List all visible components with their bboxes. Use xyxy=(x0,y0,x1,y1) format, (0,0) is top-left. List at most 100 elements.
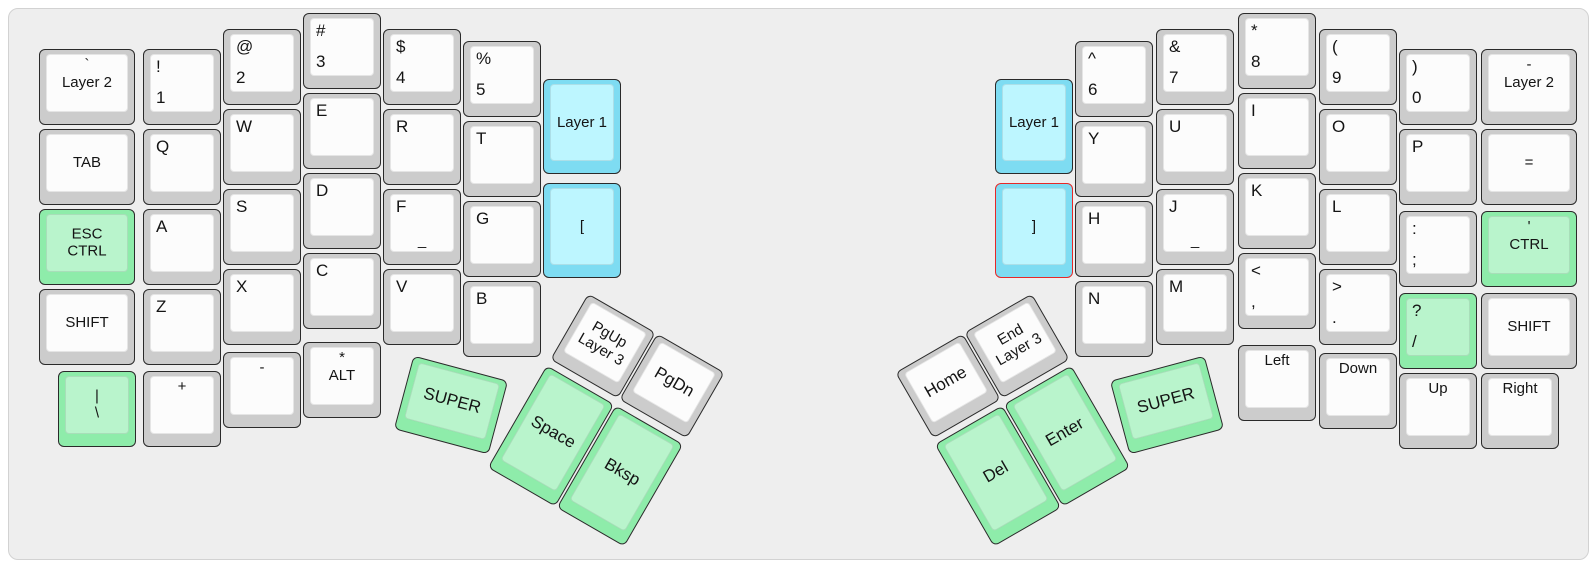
key-o[interactable]: O xyxy=(1319,109,1397,185)
key-n[interactable]: N xyxy=(1075,281,1153,357)
key-lt-comma-top: <, xyxy=(1245,258,1309,316)
key-m[interactable]: M xyxy=(1156,269,1234,345)
key-p[interactable]: P xyxy=(1399,129,1477,205)
key-minus-layer2-label-tc: - xyxy=(1526,56,1532,73)
key-minus-top: - xyxy=(230,357,294,415)
key-a[interactable]: A xyxy=(143,209,221,285)
key-equals-label-line: = xyxy=(1524,153,1534,171)
key-shift-left[interactable]: SHIFT xyxy=(39,289,135,365)
key-e[interactable]: E xyxy=(303,93,381,169)
key-x[interactable]: X xyxy=(223,269,301,345)
key-equals-label-center: = xyxy=(1489,153,1569,172)
key-shift-right-top: SHIFT xyxy=(1488,298,1570,356)
key-v[interactable]: V xyxy=(383,269,461,345)
key-paren-9-label-tl: ( xyxy=(1332,37,1338,56)
key-n-top: N xyxy=(1082,286,1146,344)
key-star-alt[interactable]: *ALT xyxy=(303,342,381,418)
key-star-alt-label-line: ALT xyxy=(328,366,356,384)
key-gt-period[interactable]: >. xyxy=(1319,269,1397,345)
key-colon-semicolon[interactable]: :; xyxy=(1399,211,1477,287)
key-plus-top: + xyxy=(150,376,214,434)
key-exclam-1[interactable]: !1 xyxy=(143,49,221,125)
key-right[interactable]: Right xyxy=(1481,373,1559,449)
key-l[interactable]: L xyxy=(1319,189,1397,265)
key-hash-3[interactable]: #3 xyxy=(303,13,381,89)
key-g[interactable]: G xyxy=(463,201,541,277)
key-up[interactable]: Up xyxy=(1399,373,1477,449)
key-f[interactable]: F_ xyxy=(383,189,461,265)
key-backtick-layer2[interactable]: `Layer 2 xyxy=(39,49,135,125)
key-pipe-backslash[interactable]: |\ xyxy=(58,371,136,447)
key-equals-top: = xyxy=(1488,134,1570,192)
key-u[interactable]: U xyxy=(1156,109,1234,185)
key-t[interactable]: T xyxy=(463,121,541,197)
key-caret-6-top: ^6 xyxy=(1082,46,1146,104)
key-tab-label-center: TAB xyxy=(47,154,127,172)
key-lbracket-label-line: [ xyxy=(579,217,585,235)
key-left[interactable]: Left xyxy=(1238,345,1316,421)
key-home-label-center: Home xyxy=(914,359,977,406)
key-paren-9[interactable]: (9 xyxy=(1319,29,1397,105)
key-dollar-4-label-tl: $ xyxy=(396,37,406,56)
key-lt-comma[interactable]: <, xyxy=(1238,253,1316,329)
key-d[interactable]: D xyxy=(303,173,381,249)
key-l-top: L xyxy=(1326,194,1390,252)
key-j[interactable]: J_ xyxy=(1156,189,1234,265)
key-minus[interactable]: - xyxy=(223,352,301,428)
key-i-top: I xyxy=(1245,98,1309,156)
key-z[interactable]: Z xyxy=(143,289,221,365)
key-i[interactable]: I xyxy=(1238,93,1316,169)
key-w[interactable]: W xyxy=(223,109,301,185)
key-h[interactable]: H xyxy=(1075,201,1153,277)
key-star-8[interactable]: *8 xyxy=(1238,13,1316,89)
key-rbracket[interactable]: ] xyxy=(995,183,1073,278)
key-down[interactable]: Down xyxy=(1319,353,1397,429)
key-caret-6[interactable]: ^6 xyxy=(1075,41,1153,117)
key-paren-0[interactable]: )0 xyxy=(1399,49,1477,125)
key-hash-3-label-tl: # xyxy=(316,21,326,40)
key-shift-right-label-center: SHIFT xyxy=(1489,318,1569,336)
key-quote-ctrl[interactable]: 'CTRL xyxy=(1481,211,1577,287)
key-z-top: Z xyxy=(150,294,214,352)
key-layer1-right[interactable]: Layer 1 xyxy=(995,79,1073,174)
key-a-top: A xyxy=(150,214,214,272)
key-c[interactable]: C xyxy=(303,253,381,329)
key-at-2[interactable]: @2 xyxy=(223,29,301,105)
key-v-top: V xyxy=(390,274,454,332)
key-super-right[interactable]: SUPER xyxy=(1109,355,1225,455)
key-minus-layer2[interactable]: -Layer 2 xyxy=(1481,49,1577,125)
key-star-alt-top: *ALT xyxy=(310,347,374,405)
key-up-top: Up xyxy=(1406,378,1470,436)
key-rbracket-label-center: ] xyxy=(1003,218,1065,235)
key-y[interactable]: Y xyxy=(1075,121,1153,197)
key-amp-7-top: &7 xyxy=(1163,34,1227,92)
key-question-slash-top: ?/ xyxy=(1406,298,1470,356)
key-minus-layer2-label-line: Layer 2 xyxy=(1503,73,1555,91)
key-shift-right[interactable]: SHIFT xyxy=(1481,293,1577,369)
key-k[interactable]: K xyxy=(1238,173,1316,249)
key-dollar-4[interactable]: $4 xyxy=(383,29,461,105)
key-q[interactable]: Q xyxy=(143,129,221,205)
key-lbracket[interactable]: [ xyxy=(543,183,621,278)
key-layer1-right-label-line: Layer 1 xyxy=(1008,113,1060,131)
key-g-top: G xyxy=(470,206,534,264)
key-plus[interactable]: + xyxy=(143,371,221,447)
key-d-label-tl: D xyxy=(316,181,329,200)
key-percent-5[interactable]: %5 xyxy=(463,41,541,117)
key-equals[interactable]: = xyxy=(1481,129,1577,205)
key-super-left[interactable]: SUPER xyxy=(393,355,509,455)
key-b[interactable]: B xyxy=(463,281,541,357)
key-tab[interactable]: TAB xyxy=(39,129,135,205)
key-r[interactable]: R xyxy=(383,109,461,185)
key-amp-7[interactable]: &7 xyxy=(1156,29,1234,105)
key-star-8-top: *8 xyxy=(1245,18,1309,76)
key-s[interactable]: S xyxy=(223,189,301,265)
key-super-right-label-center: SUPER xyxy=(1124,381,1208,420)
key-down-top: Down xyxy=(1326,358,1390,416)
key-question-slash[interactable]: ?/ xyxy=(1399,293,1477,369)
key-layer1-left[interactable]: Layer 1 xyxy=(543,79,621,174)
